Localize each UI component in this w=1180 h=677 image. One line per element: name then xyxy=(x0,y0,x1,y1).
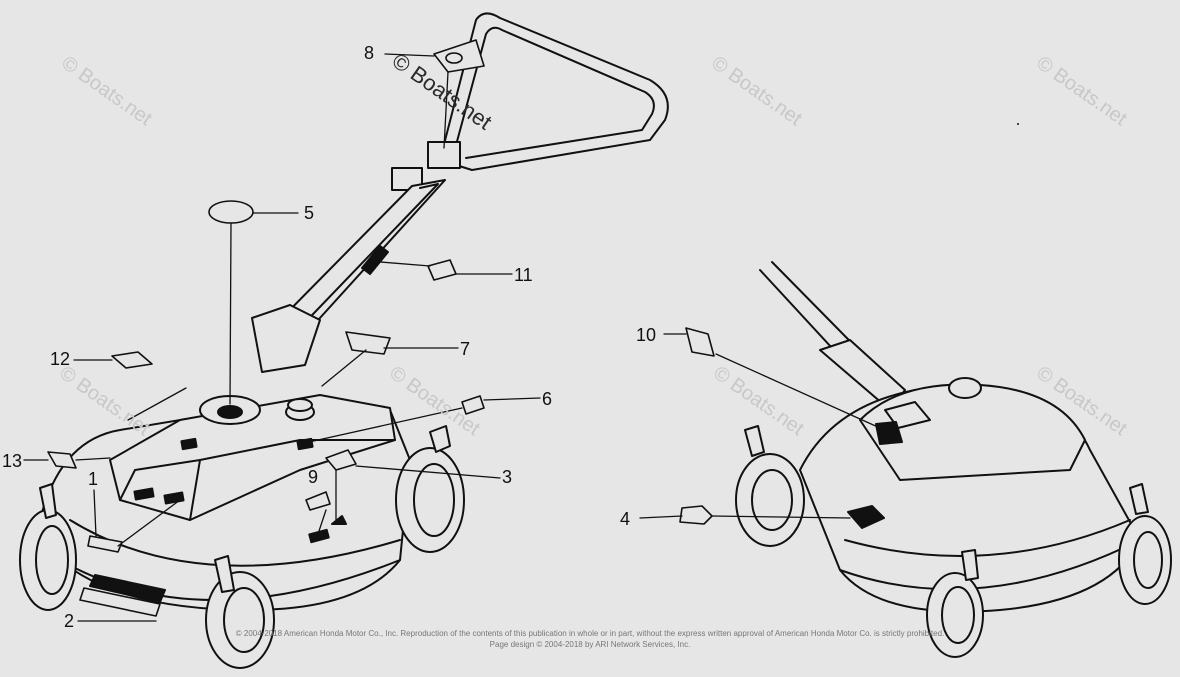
callout-2[interactable]: 2 xyxy=(64,611,75,631)
copyright-line-1: © 2004-2018 American Honda Motor Co., In… xyxy=(235,629,945,638)
callout-7[interactable]: 7 xyxy=(460,339,471,359)
leader-lines xyxy=(23,53,881,622)
callout-6[interactable]: 6 xyxy=(542,389,553,409)
callout-5[interactable]: 5 xyxy=(304,203,315,223)
decal-parts xyxy=(47,39,715,617)
copyright-line-2: Page design © 2004-2018 by ARI Network S… xyxy=(489,640,691,649)
callout-13[interactable]: 13 xyxy=(2,451,23,471)
callout-11[interactable]: 11 xyxy=(514,265,533,285)
right-mower xyxy=(735,261,1172,658)
callout-8[interactable]: 8 xyxy=(364,43,375,63)
left-mower xyxy=(19,12,669,669)
callout-12[interactable]: 12 xyxy=(50,349,71,369)
callout-3[interactable]: 3 xyxy=(502,467,513,487)
callout-9[interactable]: 9 xyxy=(308,467,319,487)
callout-10[interactable]: 10 xyxy=(636,325,657,345)
callout-1[interactable]: 1 xyxy=(88,469,99,489)
callout-4[interactable]: 4 xyxy=(620,509,631,529)
